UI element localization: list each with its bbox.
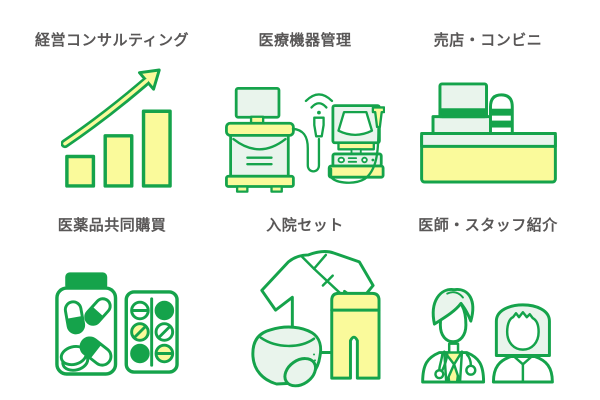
card-shop[interactable]: 売店・コンビニ: [388, 0, 588, 200]
growth-chart-icon: [61, 68, 172, 188]
card-equipment[interactable]: 医療機器管理: [205, 0, 405, 200]
card-pharmaceutical[interactable]: 医薬品共同購買: [12, 200, 212, 400]
card-equipment-label: 医療機器管理: [258, 32, 352, 49]
card-shop-label: 売店・コンビニ: [433, 32, 543, 49]
medicine-pills-icon: [54, 272, 179, 376]
card-consulting-label: 経営コンサルティング: [34, 32, 190, 49]
ultrasound-equipment-icon: [225, 87, 385, 193]
hospital-clothing-set-icon: [251, 250, 381, 388]
card-staff-label: 医師・スタッフ紹介: [418, 217, 558, 234]
card-admission-set-label: 入院セット: [266, 217, 344, 234]
card-consulting[interactable]: 経営コンサルティング: [12, 0, 212, 200]
doctor-staff-icon: [420, 288, 554, 384]
card-staff[interactable]: 医師・スタッフ紹介: [388, 200, 588, 400]
card-pharmaceutical-label: 医薬品共同購買: [57, 217, 167, 234]
cash-register-icon: [419, 82, 557, 184]
card-admission-set[interactable]: 入院セット: [205, 200, 405, 400]
